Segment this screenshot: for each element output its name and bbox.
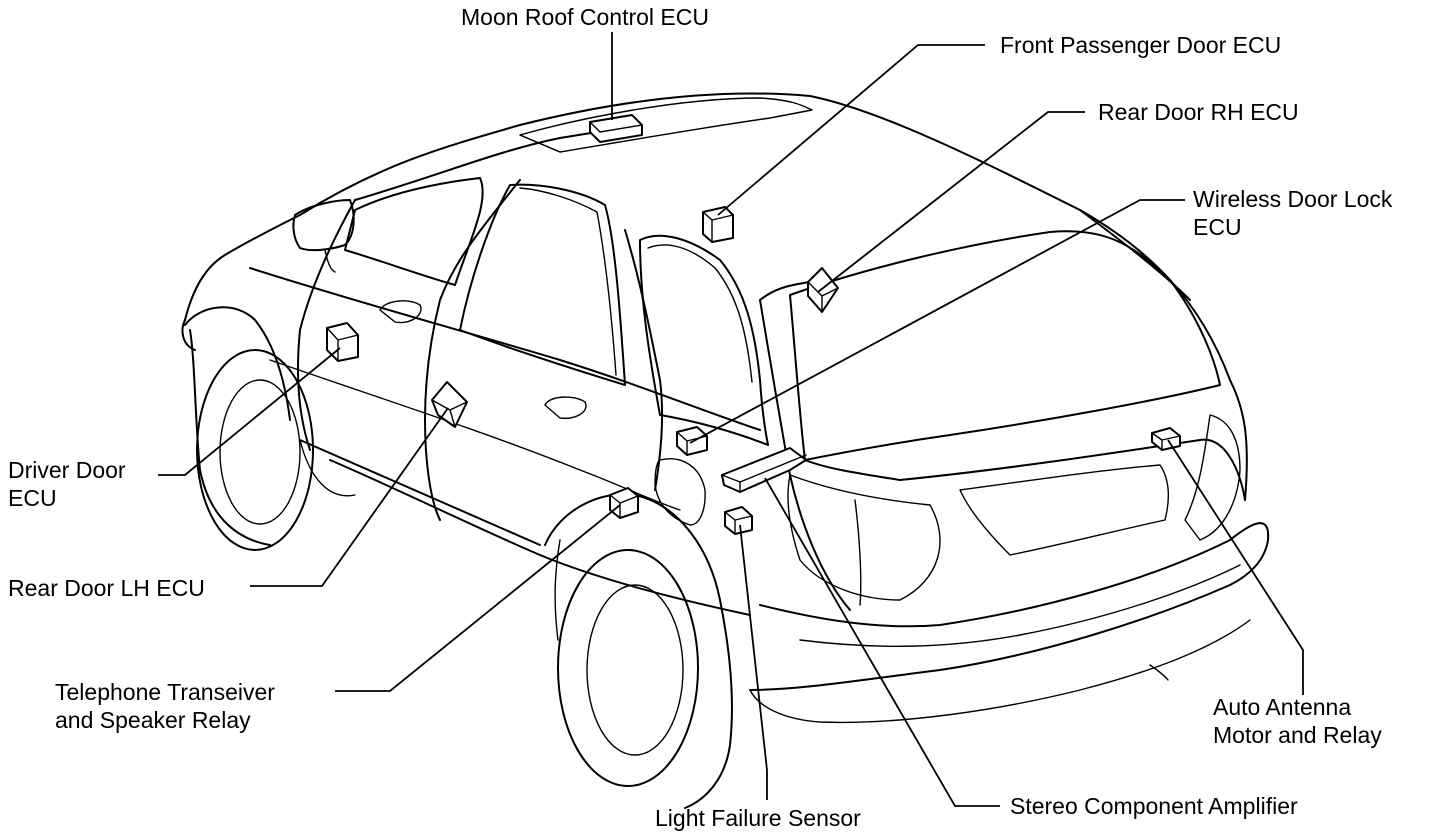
label-telephone-line2: and Speaker Relay: [55, 707, 251, 733]
label-telephone-line1: Telephone Transeiver: [55, 679, 275, 705]
component-markers: [326, 114, 1181, 535]
front-passenger-ecu-marker: [702, 206, 734, 243]
leader-light-failure: [739, 524, 768, 800]
label-driver-door-line2: ECU: [8, 485, 57, 511]
label-front-passenger-door-ecu: Front Passenger Door ECU: [1000, 32, 1281, 58]
label-auto-antenna-line1: Auto Antenna: [1213, 694, 1351, 720]
leader-antenna: [1167, 439, 1304, 695]
leader-wireless: [689, 199, 1185, 444]
label-rear-door-rh-ecu: Rear Door RH ECU: [1098, 99, 1299, 125]
moon-roof-ecu-marker: [589, 114, 643, 143]
label-driver-door-line1: Driver Door: [8, 457, 126, 483]
label-stereo-component-amplifier: Stereo Component Amplifier: [1010, 793, 1298, 819]
leader-front-passenger: [717, 44, 985, 216]
rear-lh-ecu-marker: [431, 381, 468, 428]
light-failure-sensor-marker: [724, 506, 753, 535]
label-rear-door-lh-ecu: Rear Door LH ECU: [8, 575, 205, 601]
leader-driver: [158, 347, 341, 476]
telephone-transceiver-marker: [609, 487, 639, 519]
label-moon-roof-ecu: Moon Roof Control ECU: [461, 4, 709, 30]
label-wireless-door-lock-line1: Wireless Door Lock: [1193, 186, 1393, 212]
label-wireless-door-lock-line2: ECU: [1193, 214, 1242, 240]
leader-stereo: [764, 477, 1000, 807]
leader-rear-lh: [250, 407, 449, 587]
callout-labels: Moon Roof Control ECU Front Passenger Do…: [8, 4, 1393, 831]
leader-telephone: [335, 504, 621, 692]
rear-rh-ecu-marker: [807, 267, 839, 313]
label-auto-antenna-line2: Motor and Relay: [1213, 722, 1382, 748]
label-light-failure-sensor: Light Failure Sensor: [655, 805, 861, 831]
leader-rear-rh: [817, 111, 1085, 293]
vehicle-outline: [181, 92, 1270, 809]
leader-lines: [158, 32, 1304, 807]
